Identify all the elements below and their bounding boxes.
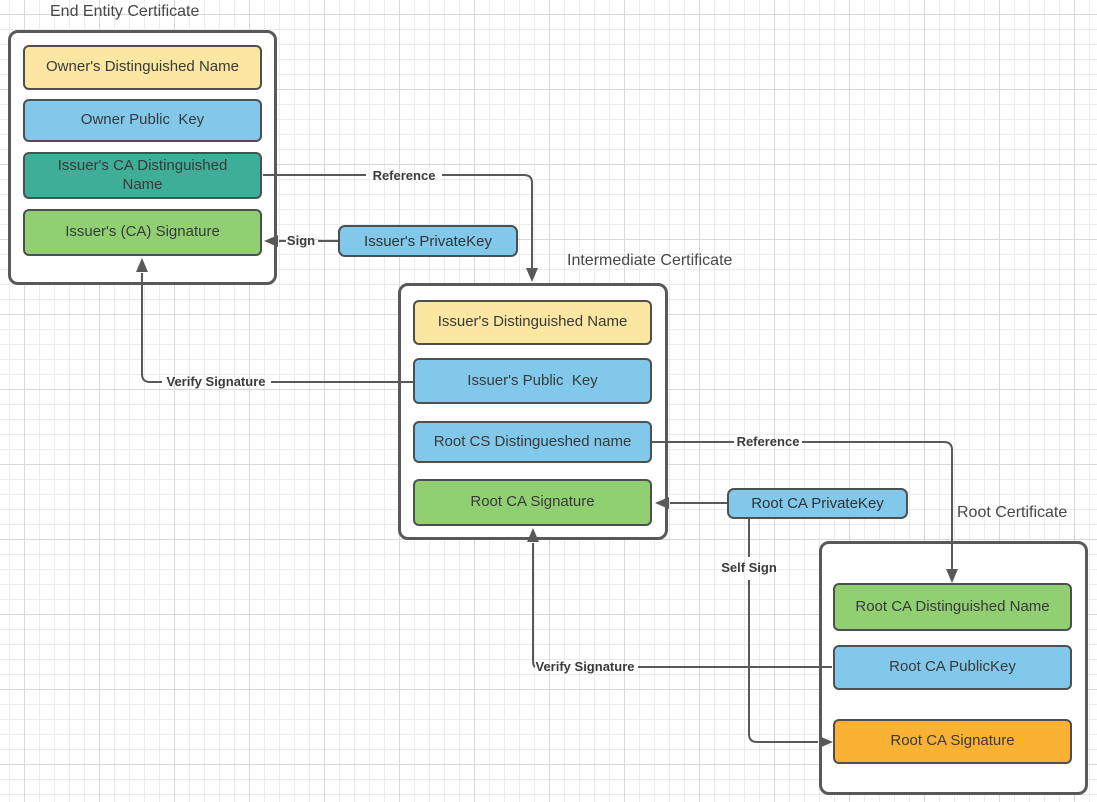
verify-signature-bottom-connector[interactable]: Verify Signature	[527, 528, 832, 674]
root-certificate-container[interactable]: Root CA Distinguished Name Root CA Publi…	[819, 541, 1088, 795]
verify-signature-top-label[interactable]: Verify Signature	[167, 374, 266, 389]
end-entity-certificate-container[interactable]: Owner's Distinguished Name Owner Public …	[8, 30, 277, 285]
self-sign-label[interactable]: Self Sign	[721, 560, 777, 575]
reference-top-label[interactable]: Reference	[373, 168, 436, 183]
issuer-ca-distinguished-name-field[interactable]: Issuer's CA Distinguished Name	[23, 152, 262, 199]
arrowhead-down-icon	[526, 268, 538, 282]
sign-label[interactable]: Sign	[287, 233, 315, 248]
root-ca-distinguished-name-field[interactable]: Root CA Distinguished Name	[833, 583, 1072, 631]
reference-bottom-label[interactable]: Reference	[737, 434, 800, 449]
issuer-distinguished-name-field[interactable]: Issuer's Distinguished Name	[413, 300, 652, 345]
verify-signature-bottom-label[interactable]: Verify Signature	[536, 659, 635, 674]
root-certificate-title[interactable]: Root Certificate	[957, 504, 1068, 521]
root-ca-public-key-field[interactable]: Root CA PublicKey	[833, 645, 1072, 690]
self-sign-connector[interactable]: Self Sign	[721, 519, 833, 748]
root-ca-signature-root-field[interactable]: Root CA Signature	[833, 719, 1072, 764]
issuer-private-key-box[interactable]: Issuer's PrivateKey	[338, 225, 518, 257]
root-ca-signature-intermediate-field[interactable]: Root CA Signature	[413, 479, 652, 526]
intermediate-certificate-container[interactable]: Issuer's Distinguished Name Issuer's Pub…	[398, 283, 668, 540]
end-entity-certificate-title[interactable]: End Entity Certificate	[50, 3, 200, 20]
owner-public-key-field[interactable]: Owner Public Key	[23, 99, 262, 142]
root-ca-private-key-box[interactable]: Root CA PrivateKey	[727, 488, 908, 519]
root-cs-distinguished-name-field[interactable]: Root CS Distingueshed name	[413, 421, 652, 463]
owner-distinguished-name-field[interactable]: Owner's Distinguished Name	[23, 45, 262, 90]
intermediate-certificate-title[interactable]: Intermediate Certificate	[567, 252, 733, 269]
issuer-public-key-field[interactable]: Issuer's Public Key	[413, 358, 652, 404]
issuer-ca-signature-field[interactable]: Issuer's (CA) Signature	[23, 209, 262, 256]
